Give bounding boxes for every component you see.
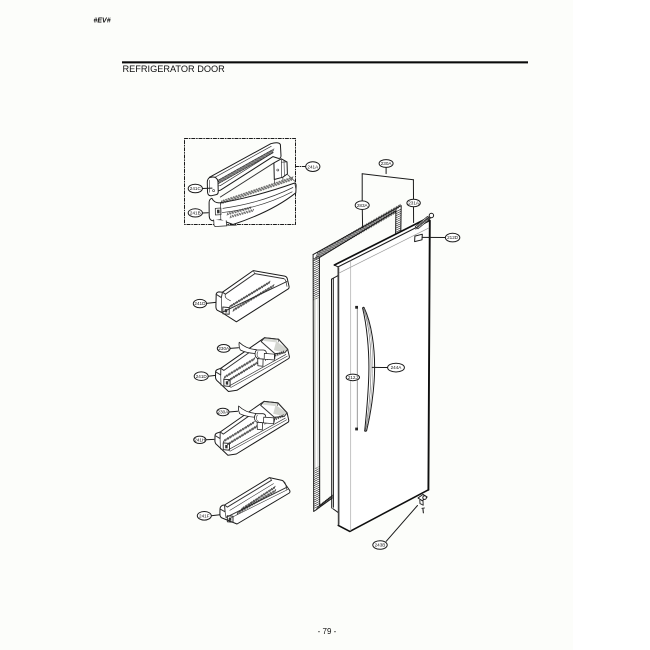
svg-text:241A: 241A: [307, 164, 319, 169]
svg-text:212J: 212J: [348, 375, 358, 380]
svg-text:283A: 283A: [357, 203, 369, 208]
svg-text:#EV#: #EV#: [94, 17, 111, 24]
svg-text:231A: 231A: [408, 201, 420, 206]
svg-text:241C: 241C: [190, 186, 202, 191]
svg-text:244A: 244A: [391, 365, 403, 370]
svg-text:243B: 243B: [375, 543, 386, 548]
svg-text:241B: 241B: [190, 211, 201, 216]
svg-text:241F: 241F: [199, 513, 210, 518]
svg-text:REFRIGERATOR DOOR: REFRIGERATOR DOOR: [123, 64, 226, 74]
svg-text:241D: 241D: [194, 301, 206, 306]
svg-text:- 79 -: - 79 -: [318, 627, 337, 636]
svg-text:241D: 241D: [196, 374, 208, 379]
svg-text:230A: 230A: [218, 346, 230, 351]
svg-text:230A: 230A: [218, 410, 230, 415]
svg-text:230A: 230A: [381, 161, 393, 166]
svg-text:212D: 212D: [447, 235, 459, 240]
svg-text:241H: 241H: [194, 437, 205, 442]
